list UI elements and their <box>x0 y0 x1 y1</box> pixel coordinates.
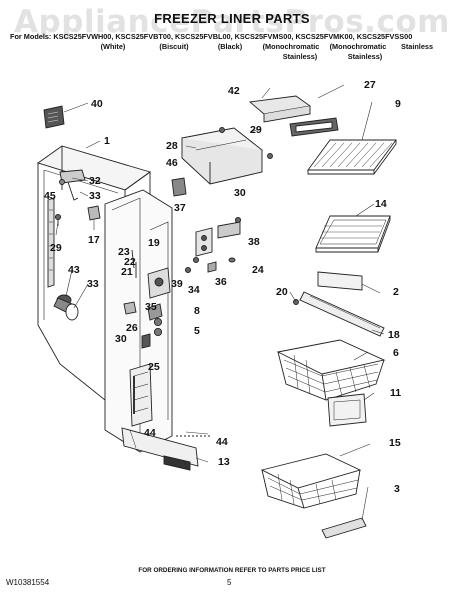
callout-30b: 30 <box>115 333 127 345</box>
drawer-slide-bracket <box>129 363 153 427</box>
callout-9: 9 <box>395 98 401 110</box>
callout-42: 42 <box>228 85 240 97</box>
damper-cover-42 <box>248 95 312 123</box>
callout-45: 45 <box>44 190 56 202</box>
slide-rail-18 <box>293 291 385 337</box>
callout-44b: 44 <box>216 436 228 448</box>
page-number: 5 <box>227 578 232 587</box>
models-line: For Models: KSCS25FVWH00, KSCS25FVBT00, … <box>10 32 413 41</box>
callout-15: 15 <box>389 437 401 449</box>
part-17 <box>87 205 101 221</box>
callout-14: 14 <box>375 198 387 210</box>
finish-label: Stainless <box>400 42 434 51</box>
callout-29b: 29 <box>250 124 262 136</box>
watermark: AppliancePartsPros.com <box>14 4 450 40</box>
callout-1: 1 <box>104 135 110 147</box>
cam-bracket-37 <box>195 221 241 257</box>
finish-label: (Biscuit) <box>159 42 189 51</box>
callout-43: 43 <box>68 264 80 276</box>
finish-label-line2: Stainless) <box>347 52 383 61</box>
bottom-trim-13 <box>121 427 199 471</box>
bracket-clip <box>59 169 86 201</box>
part-40 <box>43 105 65 129</box>
leader-lines <box>47 84 385 521</box>
callout-17: 17 <box>88 234 100 246</box>
finish-label-line2: Stainless) <box>282 52 318 61</box>
callout-29: 29 <box>50 242 62 254</box>
freezer-liner-body <box>36 145 173 453</box>
callout-33: 33 <box>89 190 101 202</box>
callout-8: 8 <box>194 305 200 317</box>
callout-6: 6 <box>393 347 399 359</box>
callout-3: 3 <box>394 483 400 495</box>
callout-19: 19 <box>148 237 160 249</box>
ordering-note: FOR ORDERING INFORMATION REFER TO PARTS … <box>138 567 326 574</box>
small-fasteners <box>123 301 163 349</box>
callout-37: 37 <box>174 202 186 214</box>
callout-28: 28 <box>166 140 178 152</box>
callout-13: 13 <box>218 456 230 468</box>
callout-34: 34 <box>188 284 200 296</box>
screw <box>54 213 62 226</box>
air-diffuser-housing <box>180 127 273 185</box>
callout-38: 38 <box>248 236 260 248</box>
finish-label: (Black) <box>217 42 243 51</box>
callout-33b: 33 <box>87 278 99 290</box>
callout-5: 5 <box>194 325 200 337</box>
callout-32: 32 <box>89 175 101 187</box>
callout-20: 20 <box>276 286 288 298</box>
callout-25: 25 <box>148 361 160 373</box>
callout-44: 44 <box>144 427 156 439</box>
filter-panel-27 <box>289 117 339 137</box>
callout-35: 35 <box>145 301 157 313</box>
callout-27: 27 <box>364 79 376 91</box>
basket-front-11 <box>327 393 367 427</box>
callout-23: 23 <box>118 246 130 258</box>
callout-2: 2 <box>393 286 399 298</box>
finish-label: (White) <box>100 42 126 51</box>
wire-shelf-9 <box>307 139 397 175</box>
callout-21: 21 <box>121 266 133 278</box>
wire-basket-6 <box>276 339 386 401</box>
callout-22: 22 <box>124 256 136 268</box>
callout-24: 24 <box>252 264 264 276</box>
document-number: W10381554 <box>6 578 50 587</box>
light-strip <box>47 197 55 288</box>
callout-11: 11 <box>390 387 402 399</box>
wire-basket-15 <box>260 453 362 509</box>
callout-18: 18 <box>388 329 400 341</box>
exploded-parts-diagram <box>36 84 397 539</box>
glass-shelf-14 <box>315 215 391 253</box>
shelf-front-2 <box>317 271 363 291</box>
control-bracket <box>131 249 171 321</box>
callout-30: 30 <box>234 187 246 199</box>
part-46 <box>171 177 187 197</box>
page-title: FREEZER LINER PARTS <box>154 11 310 26</box>
callout-39: 39 <box>171 278 183 290</box>
finish-label: (Monochromatic <box>262 42 320 51</box>
small-parts <box>184 256 236 274</box>
callout-36: 36 <box>215 276 227 288</box>
callout-46: 46 <box>166 157 178 169</box>
callout-40: 40 <box>91 98 103 110</box>
finish-label: (Monochromatic <box>329 42 387 51</box>
lamp-socket <box>53 294 79 321</box>
callout-26: 26 <box>126 322 138 334</box>
part-3 <box>321 517 367 539</box>
